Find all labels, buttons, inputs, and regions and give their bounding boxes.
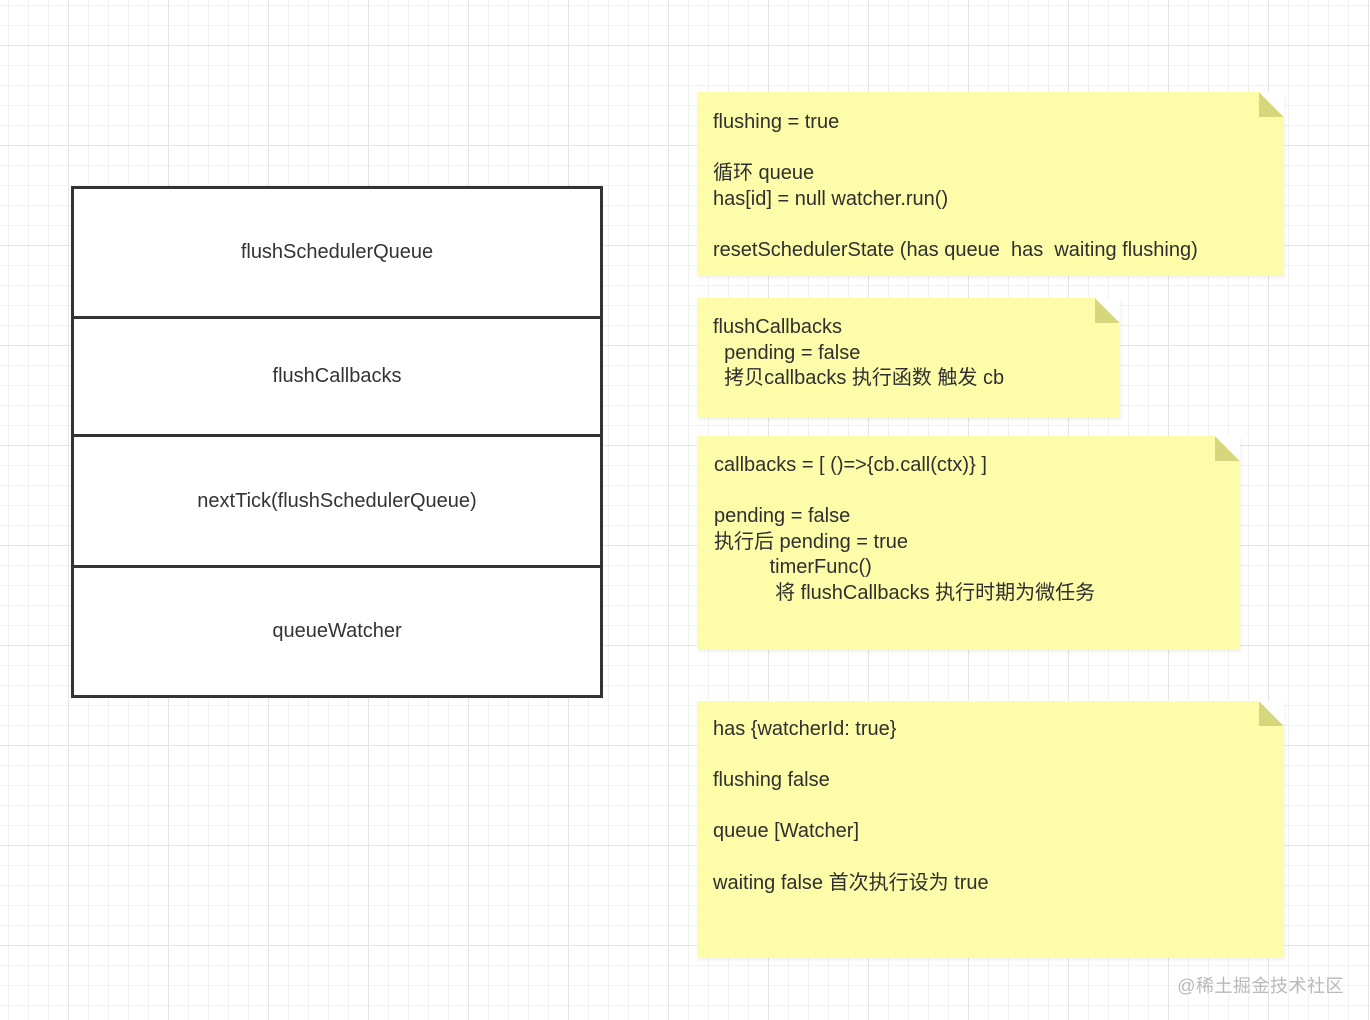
stack-box-flush-callbacks: flushCallbacks [71, 316, 603, 437]
note-line: flushing = true [713, 111, 840, 133]
note-fold-corner [1259, 701, 1284, 726]
stack-box-queue-watcher: queueWatcher [71, 565, 603, 698]
note-line [713, 794, 1284, 820]
watermark: @稀土掘金技术社区 [1177, 976, 1344, 996]
note-line: 将 flushCallbacks 执行时期为微任务 [714, 581, 1096, 604]
sticky-note-next-tick: callbacks = [ ()=>{cb.call(ctx)} ] pendi… [697, 436, 1240, 650]
note-line: has[id] = null watcher.run() [713, 187, 949, 210]
note-line: 循环 queue [713, 162, 815, 185]
stack-box-label: flushSchedulerQueue [240, 241, 434, 263]
note-fold-corner [1259, 92, 1284, 117]
note-fold-corner [1095, 298, 1120, 323]
stack-box-label: nextTick(flushSchedulerQueue) [197, 489, 477, 512]
note-line: 执行后 pending = true [714, 530, 908, 553]
note-line [713, 845, 1284, 871]
note-line [714, 479, 1240, 505]
note-fold-corner [1215, 436, 1240, 461]
stack-box-flush-scheduler-queue: flushSchedulerQueue [71, 186, 603, 319]
sticky-note-queue-watcher: has {watcherId: true} flushing false que… [697, 701, 1284, 958]
stack-box-next-tick: nextTick(flushSchedulerQueue) [71, 434, 603, 568]
stack-box-label: queueWatcher [272, 620, 402, 642]
note-line: pending = false [714, 505, 851, 528]
sticky-note-flush-scheduler-queue: flushing = true 循环 queue has[id] = null … [697, 92, 1284, 276]
note-line: flushCallbacks [713, 316, 842, 338]
note-line: timerFunc() [714, 556, 872, 579]
note-line: has {watcherId: true} [713, 718, 897, 740]
sticky-note-flush-callbacks: flushCallbacks pending = false 拷贝callbac… [697, 298, 1120, 418]
note-line: callbacks = [ ()=>{cb.call(ctx)} ] [714, 454, 987, 476]
note-line: pending = false [713, 341, 861, 364]
stack-box-label: flushCallbacks [272, 365, 402, 387]
note-line: waiting false 首次执行设为 true [713, 871, 989, 894]
call-stack: flushSchedulerQueue flushCallbacks nextT… [71, 186, 603, 698]
note-line: 拷贝callbacks 执行函数 触发 cb [713, 367, 1005, 390]
note-line [713, 212, 1284, 238]
note-line [713, 743, 1284, 769]
note-line: queue [Watcher] [713, 820, 860, 843]
note-line [713, 136, 1284, 162]
note-line: resetSchedulerState (has queue has waiti… [713, 238, 1198, 261]
note-line: flushing false [713, 769, 830, 792]
